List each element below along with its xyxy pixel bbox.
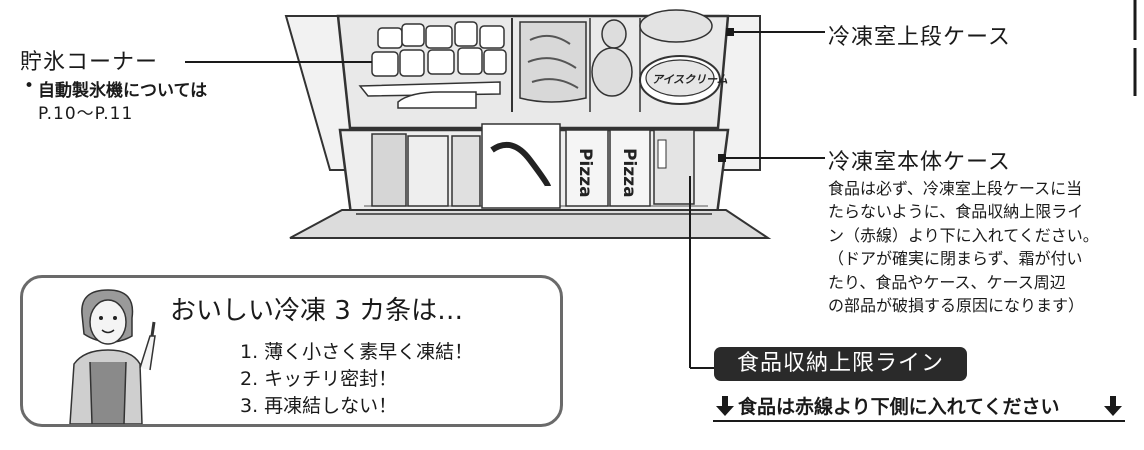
tips-title: おいしい冷凍 3 カ条は… [170, 296, 464, 326]
tip-item: 1. 薄く小さく素早く凍結！ [240, 341, 474, 363]
limit-instruction: 食品は赤線より下側に入れてください [738, 396, 1060, 418]
description-line: たり、食品やケース、ケース周辺 [828, 272, 1066, 292]
ice-corner-note-line1: 自動製氷機については [38, 81, 208, 101]
down-arrow-icon [716, 396, 734, 416]
description-line: ン（赤線）より下に入れてください。 [828, 225, 1099, 245]
ice-cream-label: アイスクリーム [652, 73, 728, 86]
pizza-label-2: Pizza [619, 148, 639, 198]
down-arrow-icon [1104, 396, 1122, 416]
description-line: たらないように、食品収納上限ライ [828, 202, 1084, 222]
tip-item: 2. キッチリ密封！ [240, 368, 398, 390]
main-case-title: 冷凍室本体ケース [828, 150, 1011, 175]
limit-line-badge: 食品収納上限ライン [714, 347, 967, 381]
ice-corner-note-line2: P.10～P.11 [38, 104, 134, 124]
description-line: の部品が破損する原因になります） [828, 296, 1085, 316]
ice-corner-title: 貯氷コーナー [20, 50, 159, 75]
underline [713, 420, 1125, 422]
main-case-description: 食品は必ず、冷凍室上段ケースに当 たらないように、食品収納上限ライ ン（赤線）よ… [828, 177, 1099, 317]
woman-pointing-illustration [69, 289, 156, 424]
main-case-drawing: Pizza Pizza [289, 123, 772, 239]
pizza-label-1: Pizza [575, 148, 595, 198]
upper-case-title: 冷凍室上段ケース [828, 25, 1011, 50]
description-line: （ドアが確実に閉まらず、霜が付い [828, 249, 1083, 269]
tip-item: 3. 再凍結しない！ [240, 395, 398, 417]
ice-corner-bullet: • [24, 76, 35, 96]
description-line: 食品は必ず、冷凍室上段ケースに当 [828, 179, 1083, 198]
upper-case-drawing: アイスクリーム [336, 9, 730, 130]
